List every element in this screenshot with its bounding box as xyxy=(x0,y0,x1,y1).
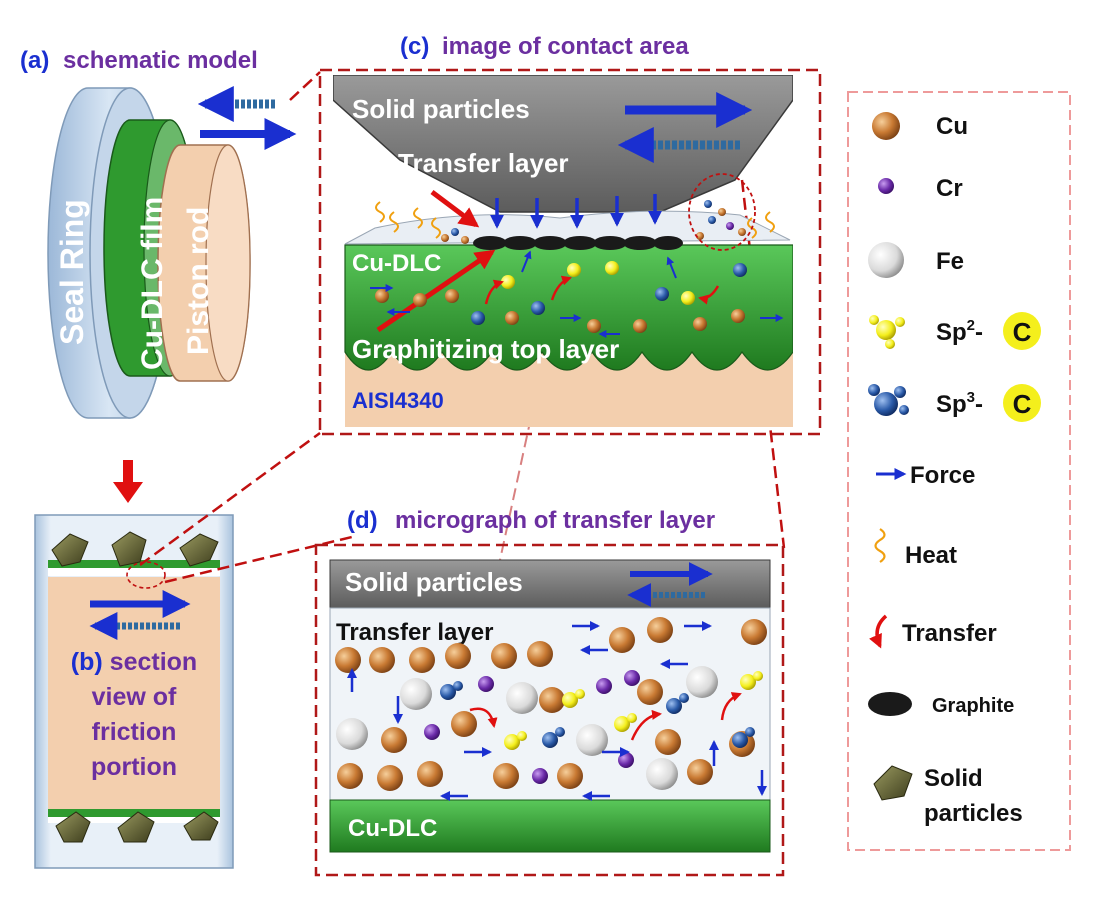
d-cu-dlc-band xyxy=(329,799,771,853)
c-film-atoms xyxy=(375,261,747,333)
solid-particle xyxy=(55,811,91,843)
cu-atom-icon xyxy=(872,112,900,140)
section-film-top xyxy=(48,560,220,568)
solid-particle xyxy=(51,533,89,567)
panel-b-title-line2: view of xyxy=(92,683,177,711)
c-substrate-label: AISI4340 xyxy=(352,388,444,413)
zoom-circle-b xyxy=(126,561,166,589)
down-arrow-shaft xyxy=(123,460,133,484)
svg-text:Heat: Heat xyxy=(905,542,957,569)
svg-text:Transfer: Transfer xyxy=(902,620,997,647)
solid-particle xyxy=(183,811,219,841)
c-cu-dlc-label: Cu-DLC xyxy=(352,250,441,277)
cr-atom-icon xyxy=(878,178,894,194)
d-transfer-layer-label: Transfer layer xyxy=(336,619,493,646)
legend-item-force: Force xyxy=(876,462,975,489)
c-red-arrow-transfer-layer xyxy=(430,190,480,228)
c-transfer-layer-label: Transfer layer xyxy=(398,148,569,178)
sp3-carbon-icon xyxy=(868,384,909,416)
panel-b-title-line3: friction xyxy=(92,718,177,746)
svg-text:Sp3-: Sp3- xyxy=(936,389,983,418)
svg-text:C: C xyxy=(1013,317,1032,347)
svg-text:particles: particles xyxy=(924,800,1023,827)
c-graphite-chain xyxy=(473,236,683,250)
panel-b-title-line4: portion xyxy=(91,753,177,781)
piston-rod-label: Piston rod xyxy=(182,207,215,355)
svg-text:Graphite: Graphite xyxy=(932,695,1014,717)
panel-d-letter: (d) xyxy=(347,507,378,534)
c-graphitizing-label: Graphitizing top layer xyxy=(352,334,619,364)
solid-particle xyxy=(117,811,155,843)
fe-atom-icon xyxy=(868,242,904,278)
legend-item-cr: Cr xyxy=(878,175,963,202)
svg-text:C: C xyxy=(1013,389,1032,419)
d-solid-particles-label: Solid particles xyxy=(345,567,523,597)
panel-c-letter: (c) xyxy=(400,33,429,60)
panel-a-title: schematic model xyxy=(63,47,258,74)
svg-text:Cr: Cr xyxy=(936,175,963,202)
solid-particle xyxy=(111,531,147,567)
legend: Cu Cr Fe Sp2- C Sp3- C xyxy=(847,91,1071,851)
solid-particle xyxy=(179,533,219,567)
svg-text:Cu: Cu xyxy=(936,113,968,140)
panel-b: (b) section view of friction portion xyxy=(34,514,234,869)
svg-text:Solid: Solid xyxy=(924,765,983,792)
svg-text:Fe: Fe xyxy=(936,248,964,275)
d-atoms xyxy=(335,617,767,791)
panel-d: (d) micrograph of transfer layer Solid p… xyxy=(314,507,785,877)
panel-d-frame xyxy=(314,543,785,877)
section-film-bottom xyxy=(48,809,220,817)
carbon-badge-icon xyxy=(1003,384,1041,422)
d-cu-dlc-label: Cu-DLC xyxy=(348,815,437,842)
cu-dlc-film-label: Cu-DLC film xyxy=(136,197,169,370)
legend-item-solid-particles: Solid particles xyxy=(873,765,1023,827)
down-arrow-head xyxy=(113,482,143,503)
legend-frame xyxy=(847,91,1071,851)
sp2-carbon-icon xyxy=(869,315,905,349)
c-zoom-circle xyxy=(688,173,756,251)
legend-item-sp3: Sp3- C xyxy=(868,384,1041,422)
legend-item-fe: Fe xyxy=(868,242,964,278)
carbon-badge-icon xyxy=(1003,312,1041,350)
panel-d-title: micrograph of transfer layer xyxy=(395,507,715,534)
c-film-force-arrows xyxy=(370,250,784,338)
panel-a-letter: (a) xyxy=(20,47,49,74)
svg-text:Force: Force xyxy=(910,462,975,489)
legend-item-cu: Cu xyxy=(872,112,968,140)
heat-icon xyxy=(874,528,886,563)
panel-c: (c) image of contact area xyxy=(318,33,822,436)
piston-rod xyxy=(157,144,251,382)
svg-text:Sp2-: Sp2- xyxy=(936,317,983,346)
seal-ring-label: Seal Ring xyxy=(54,199,90,345)
c-red-arrow-graphite xyxy=(376,249,496,333)
d-force-arrows xyxy=(347,621,767,801)
legend-item-graphite: Graphite xyxy=(868,692,1014,717)
legend-item-sp2: Sp2- C xyxy=(869,312,1041,350)
panel-a: (a) schematic model Seal Ring Cu-DLC fil… xyxy=(20,47,297,503)
d-transfer-arrows xyxy=(469,692,742,741)
legend-item-transfer: Transfer xyxy=(869,614,997,649)
c-contact-particles xyxy=(441,200,746,244)
solid-particle-icon xyxy=(873,765,913,801)
graphite-icon xyxy=(868,692,912,716)
legend-item-heat: Heat xyxy=(874,528,957,569)
panel-c-title: image of contact area xyxy=(442,33,689,60)
c-film-transfer-arrows xyxy=(484,275,720,305)
panel-b-title-line1: (b) section xyxy=(71,648,197,676)
c-solid-particles-label: Solid particles xyxy=(352,94,530,124)
transfer-arrow-icon xyxy=(869,614,888,649)
c-force-arrows xyxy=(490,194,662,229)
